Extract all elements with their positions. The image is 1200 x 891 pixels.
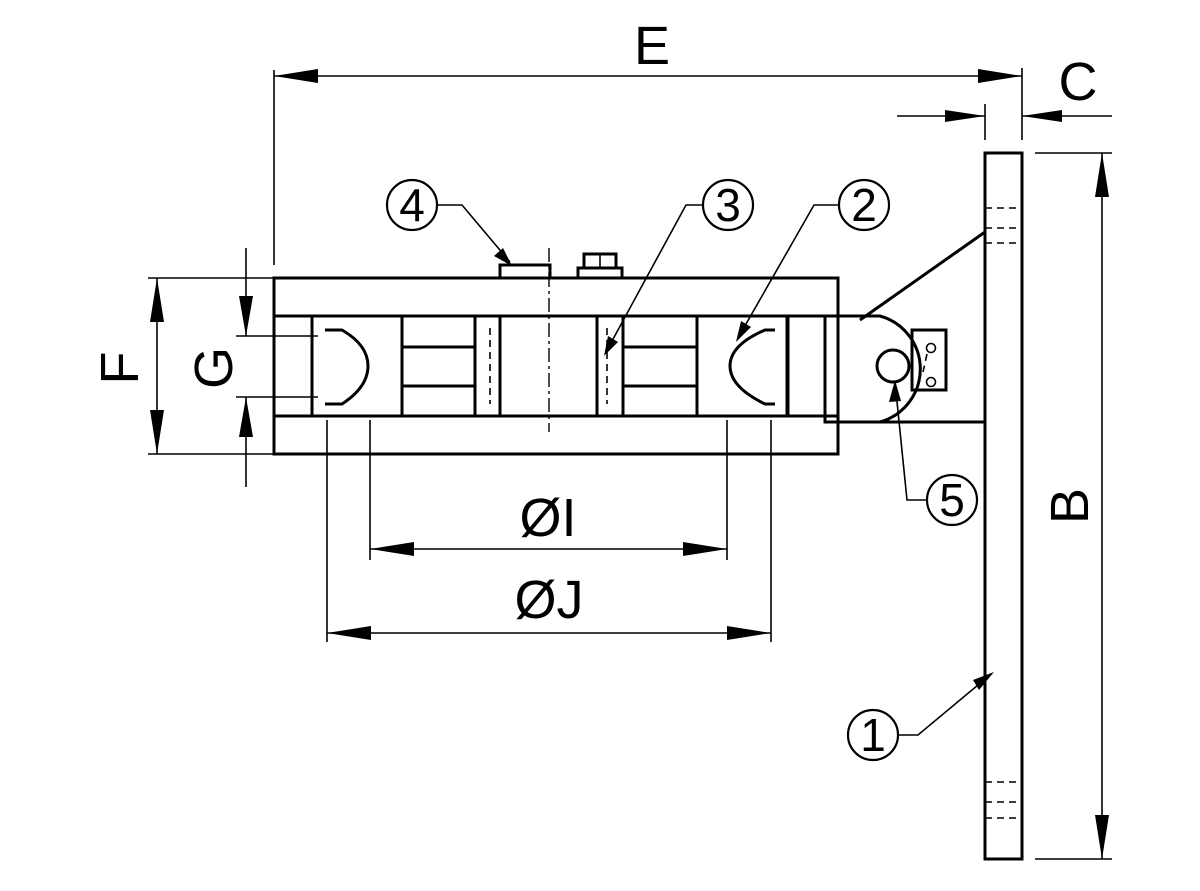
dimension-e: E xyxy=(274,16,1022,83)
dimension-f: F xyxy=(90,278,164,454)
sheave-left xyxy=(310,314,404,418)
balloon-2-label: 2 xyxy=(851,179,877,231)
dimension-c-label: C xyxy=(1059,52,1098,112)
dimension-j: ØJ xyxy=(327,570,771,640)
balloon-3: 3 xyxy=(604,178,755,356)
balloon-1: 1 xyxy=(846,672,994,762)
dimension-i-label: ØI xyxy=(519,488,576,548)
dimension-j-label: ØJ xyxy=(514,570,583,630)
dimension-b: B xyxy=(1040,153,1109,859)
balloon-4-label: 4 xyxy=(399,179,425,231)
dimension-b-label: B xyxy=(1040,488,1100,524)
balloon-4: 4 xyxy=(385,178,512,266)
extension-lines xyxy=(148,68,1112,860)
dimension-f-label: F xyxy=(90,352,150,385)
dimension-e-label: E xyxy=(634,16,670,76)
dimension-g-label: G xyxy=(184,347,244,389)
balloon-1-label: 1 xyxy=(860,709,886,761)
balloon-5: 5 xyxy=(889,380,979,527)
balloon-5-label: 5 xyxy=(939,474,965,526)
mounting-plate xyxy=(983,151,1024,861)
dimension-c: C xyxy=(897,52,1112,122)
sheave-right xyxy=(695,314,789,418)
sheave-housing xyxy=(272,276,840,456)
balloon-3-label: 3 xyxy=(715,179,741,231)
dimension-g: G xyxy=(184,248,253,487)
axle xyxy=(402,345,697,388)
balloon-2: 2 xyxy=(736,178,891,342)
dimension-i: ØI xyxy=(370,488,727,556)
bracket-arm xyxy=(823,230,986,424)
top-fastener xyxy=(498,252,624,280)
